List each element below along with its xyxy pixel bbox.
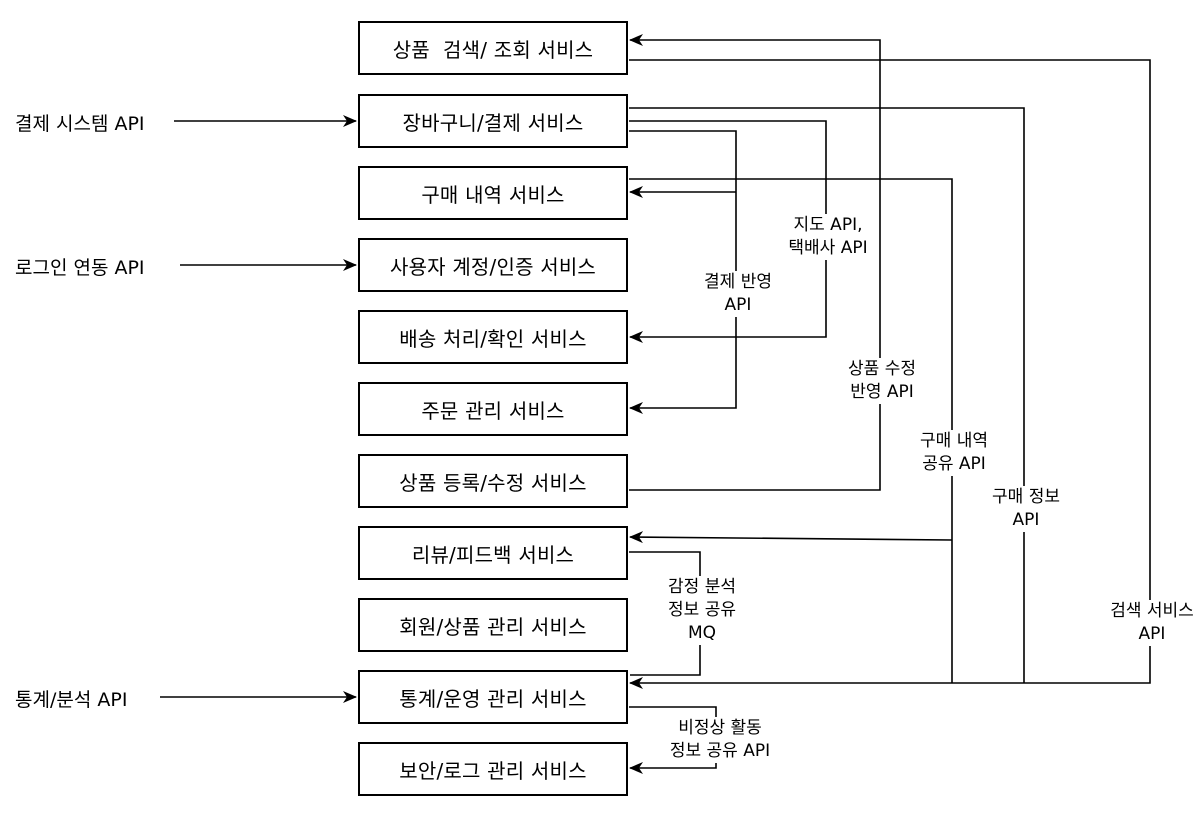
edge-label-line: 반영 API <box>850 382 914 402</box>
edge-label-line: 구매 정보 <box>992 487 1060 507</box>
edge-label-line: API <box>724 295 752 315</box>
stats-operations-service: 통계/운영 관리 서비스 <box>358 670 628 724</box>
product-update-connector <box>629 34 881 491</box>
edge-label-line: 감정 분석 <box>668 577 736 597</box>
cart-payment-service: 장바구니/결제 서비스 <box>358 94 628 148</box>
edge-label-line: 택배사 API <box>788 238 868 258</box>
payment-reflect-api-label: 결제 반영 API <box>692 271 784 317</box>
delivery-service: 배송 처리/확인 서비스 <box>358 310 628 364</box>
product-update-api-label: 상품 수정 반영 API <box>836 358 928 404</box>
search-api-connector <box>629 59 1151 689</box>
purchase-share-review-branch <box>629 531 953 544</box>
sentiment-mq-label: 감정 분석 정보 공유 MQ <box>652 576 752 645</box>
purchase-share-api-label: 구매 내역 공유 API <box>908 430 1000 476</box>
purchase-share-connector <box>629 178 953 683</box>
product-search-service: 상품 검색/ 조회 서비스 <box>358 21 628 75</box>
edge-label-line: 검색 서비스 <box>1110 601 1194 621</box>
search-service-api-label: 검색 서비스 API <box>1096 600 1204 646</box>
edge-label-line: API <box>1138 624 1166 644</box>
security-log-service: 보안/로그 관리 서비스 <box>358 742 628 796</box>
order-management-service: 주문 관리 서비스 <box>358 382 628 436</box>
edge-label-line: API <box>1012 510 1040 530</box>
login-api-label: 로그인 연동 API <box>15 257 145 279</box>
stats-api-label: 통계/분석 API <box>15 689 128 711</box>
payment-reflect-connector <box>629 130 737 414</box>
member-product-management-service: 회원/상품 관리 서비스 <box>358 598 628 652</box>
payment-system-api-label: 결제 시스템 API <box>15 113 145 135</box>
edge-label-line: 구매 내역 <box>920 431 988 451</box>
edge-label-line: 비정상 활동 <box>678 718 762 738</box>
user-account-service: 사용자 계정/인증 서비스 <box>358 238 628 292</box>
map-courier-api-label: 지도 API, 택배사 API <box>780 214 876 260</box>
edge-label-line: 지도 API, <box>793 215 863 235</box>
edge-label-line: 공유 API <box>922 454 986 474</box>
edge-label-line: 정보 공유 API <box>669 741 771 761</box>
anomaly-share-api-label: 비정상 활동 정보 공유 API <box>652 717 788 763</box>
purchase-info-api-label: 구매 정보 API <box>980 486 1072 532</box>
purchase-history-service: 구매 내역 서비스 <box>358 166 628 220</box>
edge-label-line: 상품 수정 <box>848 359 916 379</box>
review-service: 리뷰/피드백 서비스 <box>358 526 628 580</box>
edge-label-line: 결제 반영 <box>704 272 772 292</box>
product-register-service: 상품 등록/수정 서비스 <box>358 454 628 508</box>
edge-label-line: MQ <box>687 623 717 643</box>
edge-label-line: 정보 공유 <box>668 600 736 620</box>
